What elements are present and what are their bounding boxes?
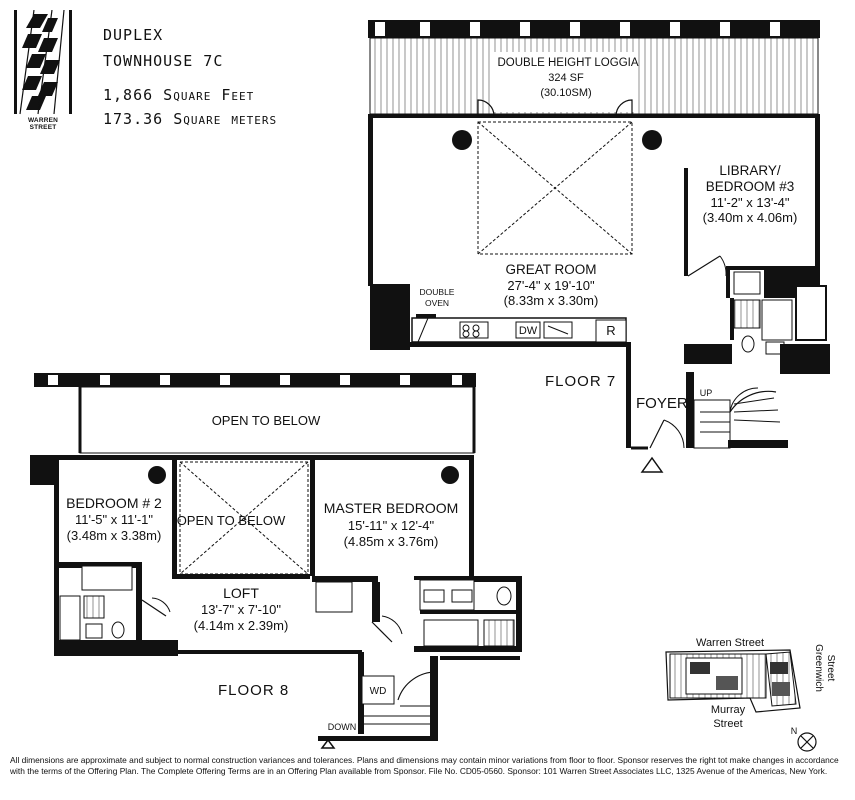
floor-7-label: FLOOR 7 <box>545 373 616 390</box>
library-name-2: BEDROOM #3 <box>706 179 795 194</box>
stair-up-label: UP <box>700 388 713 398</box>
great-room-name: GREAT ROOM <box>505 262 596 277</box>
loggia-metric: (30.10SM) <box>540 87 591 99</box>
unit-name: TOWNHOUSE 7C <box>103 52 224 70</box>
greenwich-label-2: Street <box>825 655 836 682</box>
warren-street-logo <box>14 10 72 115</box>
murray-label-2: Street <box>713 718 742 730</box>
logo-text: WARREN STREET <box>27 117 59 131</box>
washer-dryer-label: WD <box>370 686 387 697</box>
greenwich-label-1: Greenwich <box>813 644 824 692</box>
library-dims: 11'-2" x 13'-4" <box>711 195 790 210</box>
area-sqft: 1,866 Square Feet <box>103 86 255 104</box>
master-metric: (4.85m x 3.76m) <box>344 534 439 549</box>
library-name-1: LIBRARY/ <box>719 163 781 178</box>
open-to-below-mid: OPEN TO BELOW <box>177 513 286 528</box>
north-label: N <box>791 726 798 736</box>
loft-name: LOFT <box>223 585 259 601</box>
great-room-metric: (8.33m x 3.30m) <box>504 293 599 308</box>
bedroom2-name: BEDROOM # 2 <box>66 495 162 511</box>
double-oven-2: OVEN <box>425 298 449 308</box>
area-sqm: 173.36 Square meters <box>103 110 278 128</box>
fridge-label: R <box>606 323 615 338</box>
foyer-label: FOYER <box>636 395 688 412</box>
legal-disclaimer: All dimensions are approximate and subje… <box>10 755 839 776</box>
loggia-name: DOUBLE HEIGHT LOGGIA <box>497 57 638 69</box>
loggia-area: 324 SF <box>548 72 584 84</box>
master-name: MASTER BEDROOM <box>324 500 459 516</box>
bedroom2-dims: 11'-5" x 11'-1" <box>75 512 153 527</box>
loft-dims: 13'-7" x 7'-10" <box>201 602 281 617</box>
warren-street-label: Warren Street <box>696 637 764 649</box>
double-oven-1: DOUBLE <box>420 287 455 297</box>
floor-8-label: FLOOR 8 <box>218 682 289 699</box>
great-room-dims: 27'-4" x 19'-10" <box>507 278 595 293</box>
loft-metric: (4.14m x 2.39m) <box>194 618 289 633</box>
stair-down-label: DOWN <box>328 722 357 732</box>
dishwasher-label: DW <box>519 325 538 337</box>
library-metric: (3.40m x 4.06m) <box>703 210 798 225</box>
floor-8-plan <box>30 373 522 749</box>
unit-type: DUPLEX <box>103 26 164 44</box>
bedroom2-metric: (3.48m x 3.38m) <box>67 528 162 543</box>
floor-7-plan <box>368 20 830 473</box>
master-dims: 15'-11" x 12'-4" <box>348 518 435 533</box>
murray-label-1: Murray <box>711 704 746 716</box>
location-key-map <box>665 649 817 752</box>
open-to-below-top: OPEN TO BELOW <box>212 413 321 428</box>
